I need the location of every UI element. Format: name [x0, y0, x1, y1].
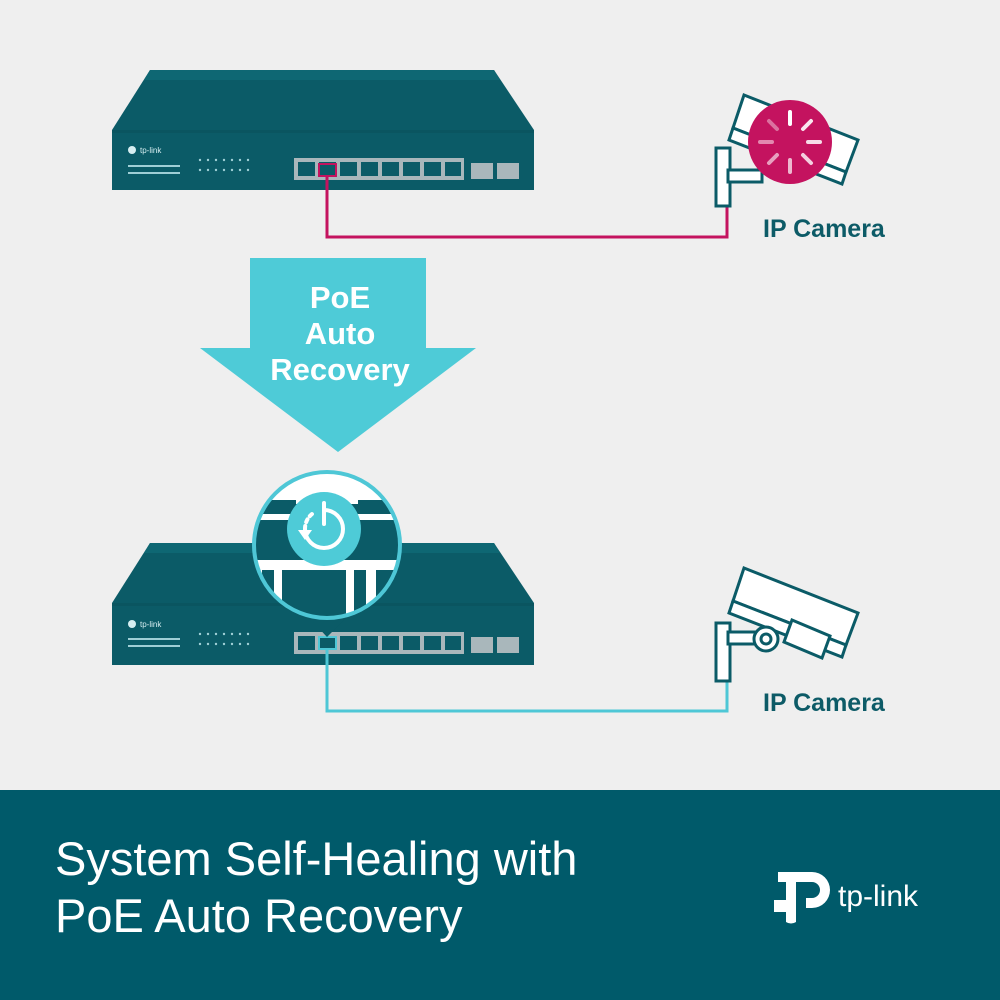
switch-bottom-logo: tp-link: [140, 620, 162, 629]
camera-label-top: IP Camera: [763, 215, 885, 243]
switch-top-logo: tp-link: [140, 146, 162, 155]
footer-title: System Self-Healing with PoE Auto Recove…: [55, 830, 577, 944]
recovery-arrow-label: PoE Auto Recovery: [245, 280, 435, 388]
arrow-line-2: Auto: [304, 316, 376, 351]
footer-title-line-1: System Self-Healing with: [55, 832, 578, 885]
recovery-arrow: [200, 258, 476, 452]
camera-icon-top: [714, 93, 860, 208]
footer-brand: tp-link: [838, 880, 919, 913]
network-diagram: tp-link: [112, 70, 860, 713]
footer-banner: System Self-Healing with PoE Auto Recove…: [0, 790, 1000, 1000]
tp-link-logo-icon: [774, 872, 830, 924]
switch-top: tp-link: [112, 70, 534, 190]
arrow-line-1: PoE: [309, 280, 371, 315]
cable-healthy: [325, 649, 729, 713]
camera-icon-bottom: [714, 566, 860, 683]
camera-label-bottom: IP Camera: [763, 689, 885, 717]
port-magnifier: [252, 470, 402, 637]
footer-title-line-2: PoE Auto Recovery: [55, 889, 463, 942]
diagram-canvas: tp-link: [112, 70, 885, 717]
cable-fault: [325, 175, 729, 239]
power-restore-icon: [287, 492, 361, 566]
arrow-line-3: Recovery: [270, 352, 410, 387]
